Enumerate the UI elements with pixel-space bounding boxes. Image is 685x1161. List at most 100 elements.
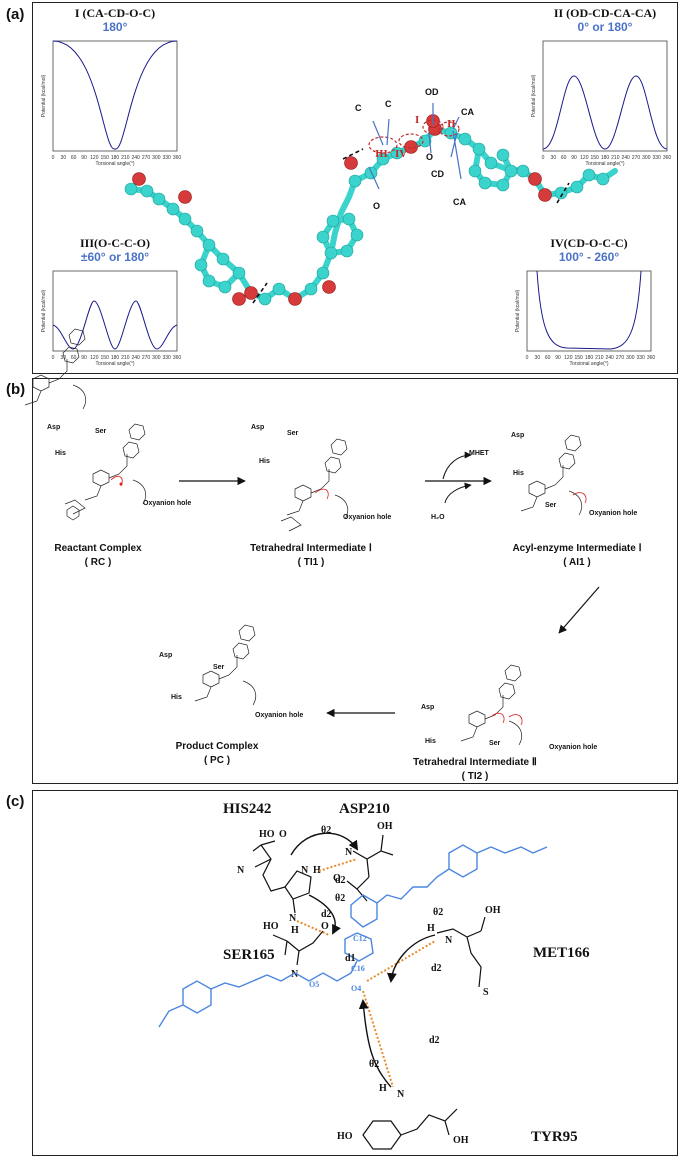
his-n-label: N (237, 865, 245, 876)
plot-iv-ylabel: Potential (kcal/mol) (515, 289, 521, 332)
x-tick-label: 360 (173, 355, 182, 361)
ti2-asp-label: Asp (421, 704, 434, 711)
x-tick-label: 60 (545, 355, 551, 361)
ser165-structure (272, 930, 324, 966)
plot-i-curve (52, 40, 178, 150)
x-tick-label: 300 (152, 155, 161, 161)
roman-iv: IV (395, 148, 407, 160)
x-tick-label: 120 (564, 355, 573, 361)
x-tick-label: 0 (52, 155, 55, 161)
x-tick-label: 180 (585, 355, 594, 361)
x-tick-label: 240 (605, 355, 614, 361)
rc-abbr: ( RC ) (85, 557, 112, 568)
plot-iii-xlabel: Torsional angle(°) (96, 361, 135, 367)
x-tick-label: 30 (551, 155, 557, 161)
asp-n-label: N (345, 847, 353, 858)
residue-met166: MET166 (533, 945, 590, 961)
plot-ii-curve (542, 75, 668, 150)
his242-structure (252, 840, 312, 914)
torsion-plot-iii: III(O-C-C-O) ±60° or 180° Torsional angl… (41, 236, 181, 367)
ai1-sketch (520, 434, 587, 516)
roman-iii: III (375, 148, 388, 160)
x-tick-label: 240 (621, 155, 630, 161)
met-n-label: N (445, 935, 453, 946)
rc-his-label: His (55, 450, 66, 457)
asp-o-label: O (333, 873, 341, 884)
x-tick-label: 0 (52, 355, 55, 361)
x-tick-label: 240 (131, 355, 140, 361)
met-h-label: H (427, 923, 435, 934)
torsion-plot-iv: IV(CD-O-C-C) 100° - 260° Torsional angle… (515, 236, 655, 367)
residue-tyr95: TYR95 (531, 1129, 578, 1145)
ti1-name: Tetrahedral Intermediate Ⅰ (250, 543, 372, 554)
substrate-structure (158, 844, 548, 1028)
ser-ho-label: HO (263, 921, 279, 932)
plot-ii-frame (542, 40, 668, 152)
x-tick-label: 90 (81, 355, 87, 361)
molecule-oxygen-atoms (132, 114, 552, 306)
arrow-h2o (444, 482, 472, 504)
d2-label-3: d2 (431, 963, 442, 974)
x-tick-label: 60 (561, 155, 567, 161)
ti1-asp-label: Asp (251, 424, 264, 431)
x-tick-label: 270 (142, 155, 151, 161)
ai1-asp-label: Asp (511, 432, 524, 439)
panel-c-label: (c) (6, 793, 25, 810)
his-n2-label: N (289, 913, 297, 924)
x-tick-label: 60 (71, 355, 77, 361)
ai1-name: Acyl-enzyme Intermediate Ⅰ (512, 543, 641, 554)
x-tick-label: 270 (632, 155, 641, 161)
ti1-his-label: His (259, 458, 270, 465)
x-tick-label: 300 (626, 355, 635, 361)
torsion-markers (368, 119, 460, 154)
panel-b-canvas: Asp Ser His Oxyanion hole Reactant Compl… (24, 328, 642, 782)
atom-label-ca2: CA (453, 197, 466, 207)
plot-iv-xlabel: Torsional angle(°) (570, 361, 609, 367)
pc-name: Product Complex (176, 741, 259, 752)
ti2-name: Tetrahedral Intermediate Ⅱ (413, 757, 537, 768)
plot-ii-title: II (OD-CD-CA-CA) (554, 6, 656, 20)
rc-oxyanion-label: Oxyanion hole (143, 500, 191, 507)
x-tick-label: 360 (173, 155, 182, 161)
atom-c16-label: C16 (351, 964, 365, 973)
x-tick-label: 180 (601, 155, 610, 161)
tyr-h-label: H (379, 1083, 387, 1094)
roman-i: I (415, 114, 419, 126)
pc-oxyanion-label: Oxyanion hole (255, 712, 303, 719)
plot-iii-angle: ±60° or 180° (81, 250, 149, 264)
ai1-ser-label: Ser (545, 502, 557, 509)
ti2-sketch (460, 664, 523, 746)
panel-a-canvas: I (CA-CD-O-C) 180° Torsional angle(°) Po… (41, 6, 671, 367)
plot-i-title: I (CA-CD-O-C) (75, 6, 155, 20)
ti2-oxyanion-label: Oxyanion hole (549, 744, 597, 751)
x-tick-label: 180 (111, 155, 120, 161)
plot-iii-frame (52, 270, 178, 352)
asp210-structure (346, 834, 394, 902)
his-ho-label: HO (259, 829, 275, 840)
ti1-sketch (280, 438, 349, 532)
plot-i-xlabel: Torsional angle(°) (96, 161, 135, 167)
plot-iii-title: III(O-C-C-O) (80, 236, 150, 250)
asp-oh-label: OH (377, 821, 393, 832)
plot-i-ylabel: Potential (kcal/mol) (41, 74, 47, 117)
his-h2-label: H (291, 925, 299, 936)
arrow-ai1-ti2 (558, 586, 600, 634)
ti1-oxyanion-label: Oxyanion hole (343, 514, 391, 521)
x-tick-label: 150 (574, 355, 583, 361)
panel-a-label: (a) (6, 6, 25, 23)
x-tick-label: 270 (616, 355, 625, 361)
atom-label-c2: C (385, 99, 392, 109)
torsion-plot-ii: II (OD-CD-CA-CA) 0° or 180° Torsional an… (531, 6, 671, 167)
his-n1-label: N (301, 865, 309, 876)
rc-asp-label: Asp (47, 424, 60, 431)
direction-arrows (368, 103, 462, 190)
d2-label-2: d2 (321, 909, 332, 920)
torsion-plot-i: I (CA-CD-O-C) 180° Torsional angle(°) Po… (41, 6, 181, 167)
x-tick-label: 30 (535, 355, 541, 361)
ai1-his-label: His (513, 470, 524, 477)
roman-ii: II (447, 118, 456, 130)
x-tick-label: 330 (636, 355, 645, 361)
panel-c-canvas: HIS242 ASP210 SER165 MET166 TYR95 HO O N… (158, 801, 590, 1150)
